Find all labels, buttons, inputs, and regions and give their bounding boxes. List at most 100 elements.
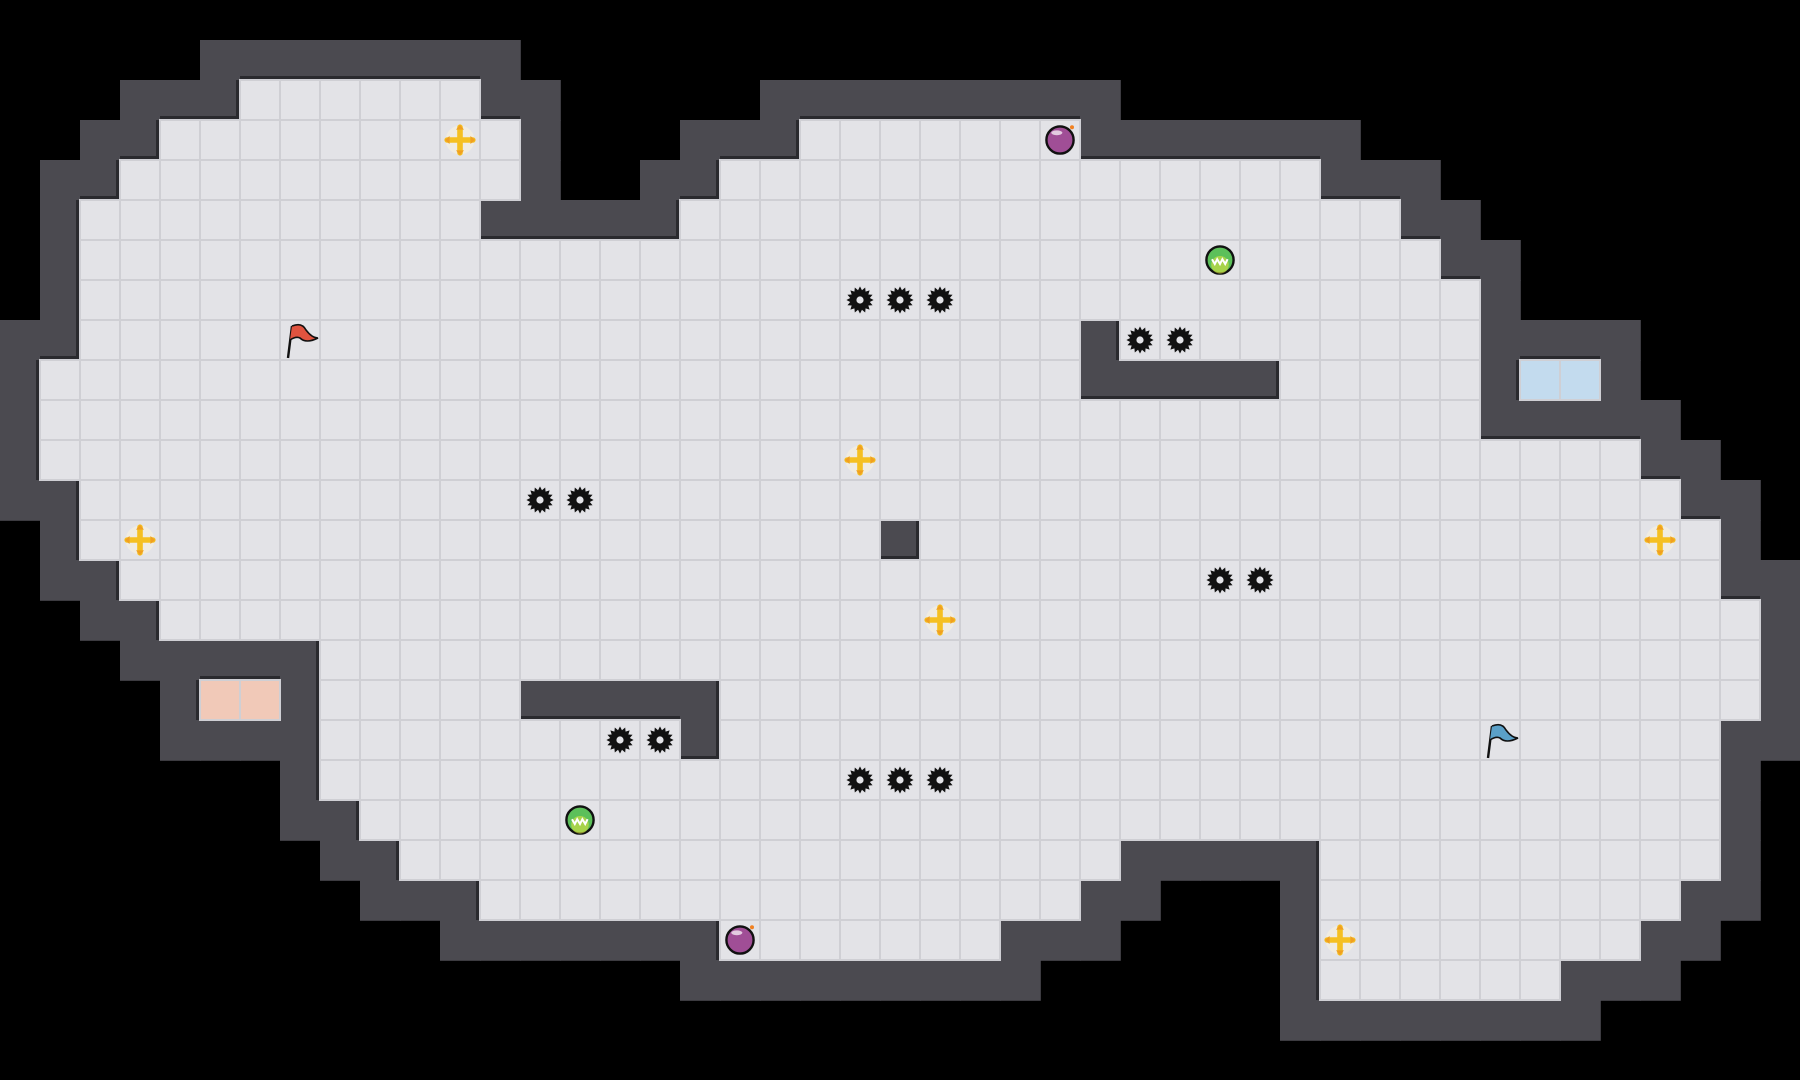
wall-tile xyxy=(200,40,241,81)
floor-tile xyxy=(519,319,561,361)
floor-tile xyxy=(159,599,201,641)
wall-tile xyxy=(680,680,721,721)
floor-tile xyxy=(559,279,601,321)
wall-tile xyxy=(800,80,841,121)
floor-tile xyxy=(999,199,1041,241)
wall-tile xyxy=(600,200,641,241)
floor-tile xyxy=(119,359,161,401)
floor-tile xyxy=(159,279,201,321)
floor-tile xyxy=(279,559,321,601)
floor-tile xyxy=(999,679,1041,721)
floor-tile xyxy=(959,599,1001,641)
floor-tile xyxy=(1359,279,1401,321)
floor-tile xyxy=(479,359,521,401)
floor-tile xyxy=(359,399,401,441)
wall-tile xyxy=(800,960,841,1001)
floor-tile xyxy=(599,559,641,601)
floor-tile xyxy=(959,559,1001,601)
floor-tile xyxy=(439,599,481,641)
wall-edge xyxy=(1000,116,1040,120)
floor-tile xyxy=(1679,759,1721,801)
floor-tile xyxy=(199,199,241,241)
wall-tile xyxy=(1160,840,1201,881)
wall-edge xyxy=(1320,196,1360,200)
wall-tile xyxy=(440,880,481,921)
floor-tile xyxy=(119,199,161,241)
wall-tile xyxy=(1760,640,1800,681)
floor-tile xyxy=(759,159,801,201)
floor-tile xyxy=(399,679,441,721)
floor-tile xyxy=(759,719,801,761)
floor-tile xyxy=(759,399,801,441)
wall-edge xyxy=(520,716,560,720)
floor-tile xyxy=(1079,399,1121,441)
floor-tile xyxy=(599,319,641,361)
floor-tile xyxy=(439,679,481,721)
floor-tile xyxy=(359,519,401,561)
floor-tile xyxy=(479,399,521,441)
floor-tile xyxy=(719,239,761,281)
floor-tile xyxy=(719,399,761,441)
floor-tile xyxy=(239,159,281,201)
floor-tile xyxy=(479,839,521,881)
floor-tile xyxy=(239,519,281,561)
spike-icon xyxy=(1166,326,1194,354)
floor-tile xyxy=(199,559,241,601)
boost-icon xyxy=(124,524,156,556)
floor-tile xyxy=(1239,519,1281,561)
wall-tile xyxy=(1400,200,1441,241)
wall-tile xyxy=(1000,960,1041,1001)
wall-tile xyxy=(640,160,681,201)
wall-tile xyxy=(960,960,1001,1001)
wall-edge xyxy=(116,560,120,600)
floor-tile xyxy=(1319,359,1361,401)
floor-tile xyxy=(559,839,601,881)
floor-tile xyxy=(1039,359,1081,401)
wall-tile xyxy=(320,40,361,81)
floor-tile xyxy=(1119,519,1161,561)
wall-edge xyxy=(360,76,400,80)
floor-tile xyxy=(359,799,401,841)
floor-tile xyxy=(439,239,481,281)
wall-tile xyxy=(1720,720,1761,761)
wall-edge xyxy=(1440,276,1480,280)
floor-tile xyxy=(439,799,481,841)
floor-tile xyxy=(199,159,241,201)
floor-tile xyxy=(1439,319,1481,361)
floor-tile xyxy=(79,439,121,481)
floor-tile xyxy=(399,839,441,881)
floor-tile xyxy=(279,159,321,201)
floor-tile xyxy=(1359,239,1401,281)
wall-tile xyxy=(0,320,41,361)
wall-edge xyxy=(1360,196,1400,200)
floor-tile xyxy=(479,639,521,681)
wall-edge xyxy=(316,760,320,800)
floor-tile xyxy=(439,839,481,881)
floor-tile xyxy=(1079,279,1121,321)
floor-tile xyxy=(1439,599,1481,641)
floor-tile xyxy=(839,879,881,921)
floor-tile xyxy=(1039,879,1081,921)
wall-tile xyxy=(240,720,281,761)
wall-edge xyxy=(1120,396,1160,400)
floor-tile xyxy=(639,359,681,401)
floor-tile xyxy=(479,879,521,921)
floor-tile xyxy=(799,919,841,961)
floor-tile xyxy=(239,479,281,521)
wall-edge xyxy=(1316,920,1320,960)
floor-tile xyxy=(1199,279,1241,321)
floor-tile xyxy=(239,559,281,601)
floor-tile xyxy=(799,759,841,801)
floor-tile xyxy=(1199,399,1241,441)
floor-tile xyxy=(1479,799,1521,841)
wall-tile xyxy=(560,200,601,241)
floor-tile xyxy=(1159,719,1201,761)
floor-tile xyxy=(1119,239,1161,281)
floor-tile xyxy=(839,399,881,441)
floor-tile xyxy=(1039,719,1081,761)
floor-tile xyxy=(639,399,681,441)
wall-edge xyxy=(716,160,720,200)
floor-tile xyxy=(1239,279,1281,321)
floor-tile xyxy=(599,399,641,441)
floor-tile xyxy=(999,319,1041,361)
